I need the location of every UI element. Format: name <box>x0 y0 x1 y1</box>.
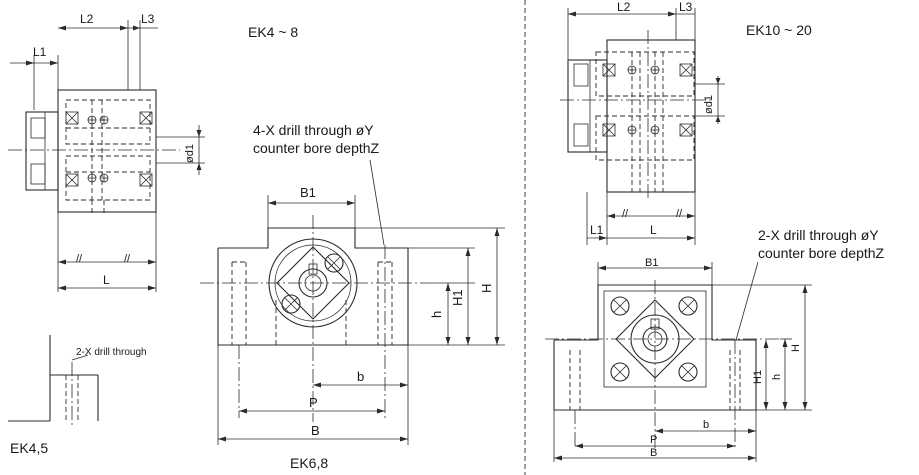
detail-caption: EK4,5 <box>10 440 48 456</box>
right-side-l1-label: L1 <box>590 223 604 237</box>
detail-note: 2-X drill through <box>76 347 147 358</box>
svg-text://: // <box>622 208 629 220</box>
right-side-view: L2 L3 ød1 <box>560 0 725 245</box>
right-front-view: 2-X drill through øY counter bore depthZ <box>545 227 885 462</box>
left-front-h1-label: H1 <box>450 289 465 306</box>
right-side-l3-label: L3 <box>679 0 693 14</box>
left-callout-line2: counter bore depthZ <box>253 140 380 156</box>
left-front-caption: EK6,8 <box>290 455 328 471</box>
left-detail-view: 2-X drill through EK4,5 <box>8 335 147 456</box>
left-series-title: EK4 ~ 8 <box>248 24 298 40</box>
left-side-l1-label: L1 <box>33 45 47 59</box>
left-front-h-label: h <box>429 311 444 318</box>
svg-text://: // <box>124 253 131 265</box>
left-side-d1-label: ød1 <box>184 144 196 163</box>
right-callout-line1: 2-X drill through øY <box>758 227 879 243</box>
right-side-d1-label: ød1 <box>703 95 715 114</box>
svg-text://: // <box>676 208 683 220</box>
right-callout-line2: counter bore depthZ <box>758 245 885 261</box>
left-front-bsmall-label: b <box>357 369 364 384</box>
right-front-bbig-label: B <box>650 447 657 459</box>
left-side-l2-label: L2 <box>80 12 94 26</box>
svg-text://: // <box>76 253 83 265</box>
left-front-hbig-label: H <box>479 284 494 293</box>
right-front-p-label: P <box>650 434 657 446</box>
left-callout-line1: 4-X drill through øY <box>253 122 374 138</box>
left-side-l-label: L <box>103 273 110 287</box>
right-front-h1-label: H1 <box>752 370 764 384</box>
left-front-view: 4-X drill through øY counter bore depthZ <box>200 122 505 471</box>
right-front-h-label: h <box>771 374 783 380</box>
left-front-b1-label: B1 <box>300 185 316 200</box>
right-front-bsmall-label: b <box>703 419 709 431</box>
left-side-view: L2 L3 L1 <box>8 12 205 292</box>
right-front-hbig-label: H <box>790 344 802 352</box>
right-front-b1-label: B1 <box>645 257 658 269</box>
left-side-l3-label: L3 <box>141 12 155 26</box>
right-side-l-label: L <box>650 223 657 237</box>
left-front-bbig-label: B <box>311 423 320 438</box>
right-series-title: EK10 ~ 20 <box>746 22 812 38</box>
right-side-l2-label: L2 <box>617 0 631 14</box>
left-front-p-label: P <box>309 395 318 410</box>
